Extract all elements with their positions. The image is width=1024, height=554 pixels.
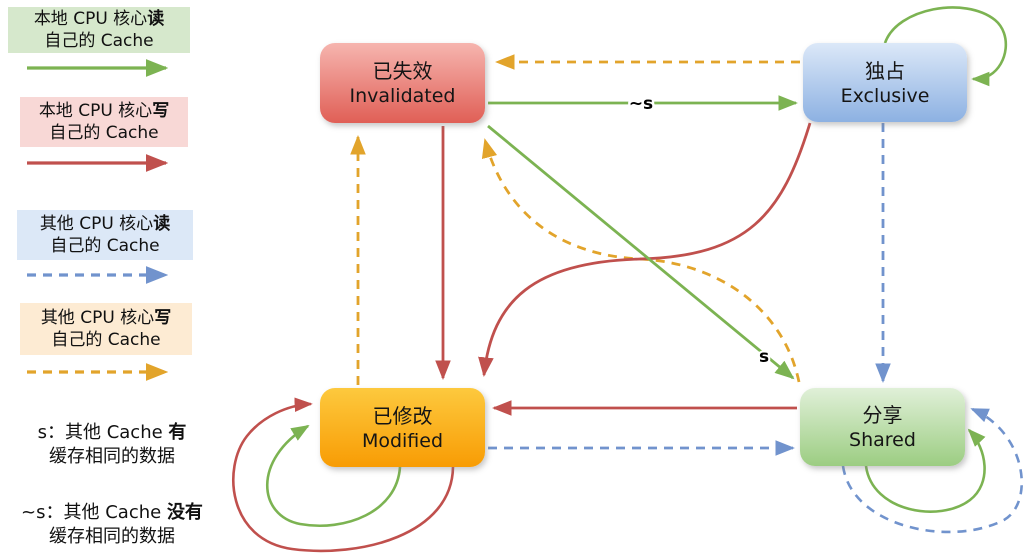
note-not-shared-flag-line1: ~s：其他 Cache 没有 [0,501,224,525]
note-not-shared-flag-text: 其他 Cache [63,502,167,523]
self-loop-shared-other-read [841,407,1024,534]
state-invalidated-zh: 已失效 [372,59,433,83]
state-modified-zh: 已修改 [372,403,433,428]
state-shared-en: Shared [849,429,916,451]
legend-local-write-line1: 本地 CPU 核心写 [39,100,169,122]
legend-local-read: 本地 CPU 核心读 自己的 Cache [8,7,190,53]
self-loop-shared-local-read [864,428,986,513]
self-loop-modified-local-read [266,424,402,528]
note-shared-flag-text: 其他 Cache [64,422,169,443]
legend-other-read-text: 其他 CPU 核心 [39,214,154,234]
edge-label-not-shared: ~s [629,94,653,114]
note-shared-flag-line2: 缓存相同的数据 [49,446,175,467]
legend-other-read-line1: 其他 CPU 核心读 [40,213,170,235]
legend-other-write: 其他 CPU 核心写 自己的 Cache [20,303,192,355]
note-not-shared-flag-term: ~s： [21,502,64,523]
state-modified: 已修改 Modified [320,388,485,467]
edge-invalidated-to-shared [487,124,795,380]
note-shared-flag-term: s： [37,422,65,443]
legend-other-read: 其他 CPU 核心读 自己的 Cache [17,210,193,260]
state-modified-en: Modified [361,429,444,452]
legend-other-write-line2: 自己的 Cache [51,330,161,350]
state-exclusive-en: Exclusive [840,84,930,107]
self-loop-exclusive-local-read [883,6,1008,87]
state-exclusive: 独占 Exclusive [803,43,967,122]
self-loop-modified-local-write [232,397,455,553]
note-shared-flag-line1: s：其他 Cache 有 [0,421,224,445]
legend-local-write-bold: 写 [152,101,170,121]
state-exclusive-zh: 独占 [865,58,905,83]
legend-local-read-line2: 自己的 Cache [44,31,154,51]
note-not-shared-flag-bold: 没有 [166,502,203,523]
legend-other-write-text: 其他 CPU 核心 [40,308,155,328]
legend-local-read-text: 本地 CPU 核心 [33,9,148,29]
note-shared-flag: s：其他 Cache 有 缓存相同的数据 [0,421,224,469]
edge-exclusive-to-modified [478,122,812,377]
legend-local-write-text: 本地 CPU 核心 [38,101,153,121]
state-invalidated: 已失效 Invalidated [320,43,485,123]
legend-local-write-line2: 自己的 Cache [49,123,159,143]
note-not-shared-flag-line2: 缓存相同的数据 [49,526,175,547]
legend-local-read-line1: 本地 CPU 核心读 [34,8,164,30]
note-not-shared-flag: ~s：其他 Cache 没有 缓存相同的数据 [0,501,224,549]
state-shared: 分享 Shared [800,388,965,466]
state-shared-zh: 分享 [862,403,903,427]
legend-other-write-bold: 写 [154,308,172,328]
legend-local-write: 本地 CPU 核心写 自己的 Cache [20,97,188,147]
legend-other-read-bold: 读 [153,214,171,234]
legend-local-read-bold: 读 [147,9,165,29]
legend-other-read-line2: 自己的 Cache [50,236,160,256]
edge-label-shared: s [759,347,769,367]
note-shared-flag-bold: 有 [168,422,187,443]
legend-other-write-line1: 其他 CPU 核心写 [41,307,171,329]
state-invalidated-en: Invalidated [349,85,456,107]
